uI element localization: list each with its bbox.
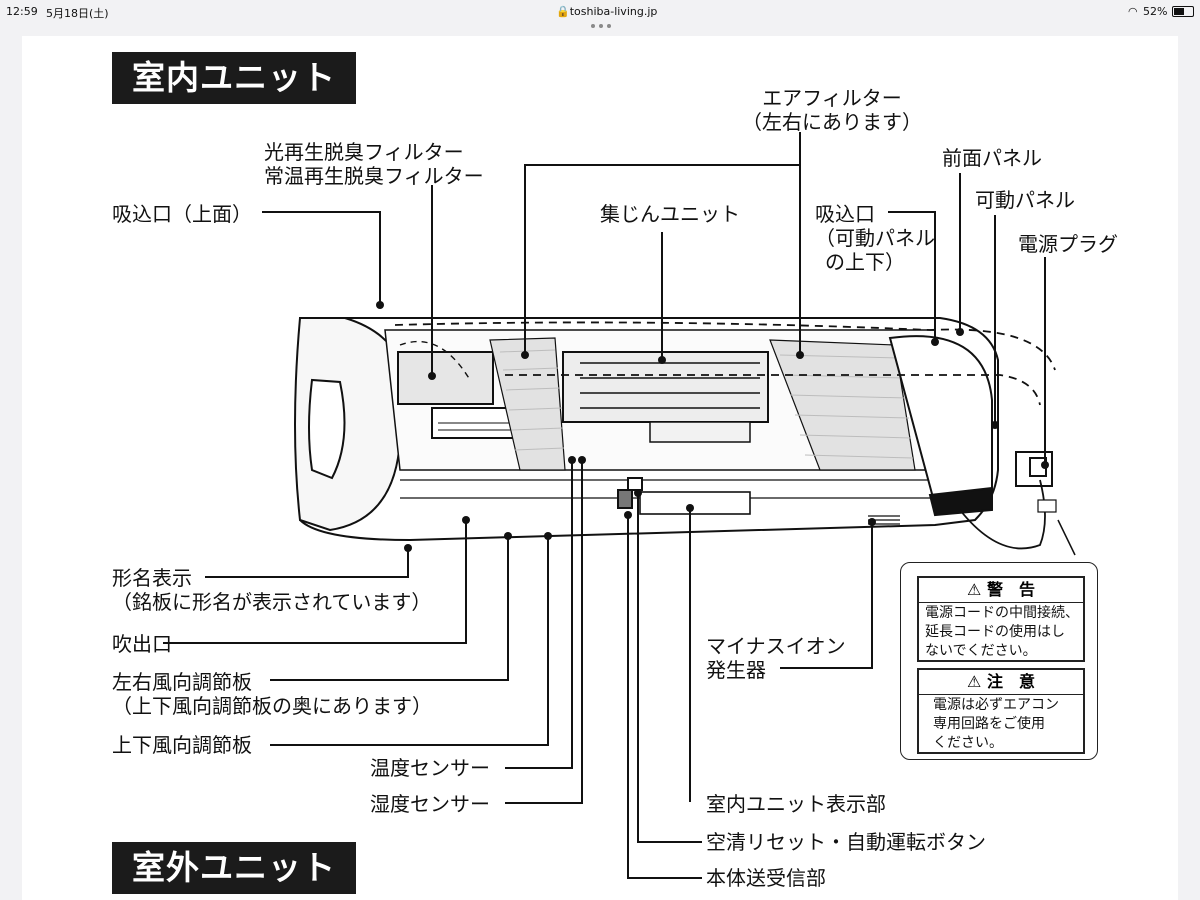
label-outlet: 吹出口	[112, 632, 172, 656]
label-indoor-display: 室内ユニット表示部	[706, 792, 886, 816]
label-humid-sensor: 湿度センサー	[370, 792, 490, 816]
display-panel	[639, 491, 751, 515]
address-bar[interactable]: 🔒toshiba-living.jp	[556, 5, 657, 18]
air-filter-left	[489, 337, 566, 471]
lock-icon: 🔒	[556, 5, 570, 18]
warning-title: ⚠ 警 告	[919, 578, 1083, 603]
clock: 12:59	[6, 5, 38, 18]
label-deodorizing-filter: 光再生脱臭フィルター 常温再生脱臭フィルター	[264, 140, 484, 188]
front-panel	[888, 335, 993, 507]
leader-intake-top	[262, 211, 381, 305]
date: 5月18日(土)	[46, 7, 109, 20]
label-movable-panel: 可動パネル	[975, 188, 1075, 212]
label-reset-button: 空清リセット・自動運転ボタン	[706, 830, 986, 854]
label-model-display: 形名表示 （銘板に形名が表示されています）	[112, 566, 432, 614]
caution-box: ⚠ 注 意 電源は必ずエアコン 専用回路をご使用 ください。	[917, 668, 1085, 754]
warning-box: ⚠ 警 告 電源コードの中間接続、 延長コードの使用はし ないでください。	[917, 576, 1085, 662]
leader-lr-louver	[270, 536, 509, 681]
indoor-unit-title: 室内ユニット	[112, 52, 356, 104]
label-dust-unit: 集じんユニット	[600, 202, 740, 226]
outdoor-unit-title: 室外ユニット	[112, 842, 356, 894]
label-ud-louver: 上下風向調節板	[112, 733, 252, 757]
label-power-plug: 電源プラグ	[1018, 232, 1118, 256]
url: toshiba-living.jp	[569, 5, 658, 18]
label-air-filter: エアフィルター （左右にあります）	[742, 86, 922, 134]
leader-ion	[780, 522, 873, 669]
leader-intake-panel	[888, 211, 936, 342]
leader-receiver	[627, 515, 702, 879]
battery-icon	[1172, 6, 1194, 17]
deodorizing-filter	[397, 351, 494, 405]
label-front-panel: 前面パネル	[942, 146, 1042, 170]
leader-outlet	[163, 520, 467, 644]
label-temp-sensor: 温度センサー	[370, 756, 490, 780]
label-intake-panel: 吸込口 （可動パネル の上下）	[815, 202, 935, 274]
warning-text: 電源コードの中間接続、 延長コードの使用はし ないでください。	[925, 605, 1079, 659]
leader-air-filter	[524, 132, 801, 355]
leader-ud-louver	[270, 536, 549, 746]
leader-temp	[505, 460, 573, 769]
caution-text: 電源は必ずエアコン 専用回路をご使用 ください。	[933, 697, 1059, 751]
caution-title: ⚠ 注 意	[919, 670, 1083, 695]
battery-percent: 52%	[1143, 5, 1168, 18]
label-lr-louver: 左右風向調節板 （上下風向調節板の奥にあります）	[112, 670, 432, 718]
side-cap	[294, 317, 401, 532]
label-ion-generator: マイナスイオン 発生器	[706, 634, 846, 682]
tab-grabber[interactable]	[590, 24, 612, 30]
label-intake-top: 吸込口（上面）	[112, 202, 252, 226]
leader-humid	[505, 460, 583, 804]
wifi-icon: ◠	[1128, 5, 1138, 18]
status-bar: 12:59 5月18日(土) 🔒toshiba-living.jp ◠ 52%	[0, 0, 1200, 22]
leader-reset	[637, 493, 702, 843]
label-receiver: 本体送受信部	[706, 866, 826, 890]
leader-model	[205, 548, 409, 578]
